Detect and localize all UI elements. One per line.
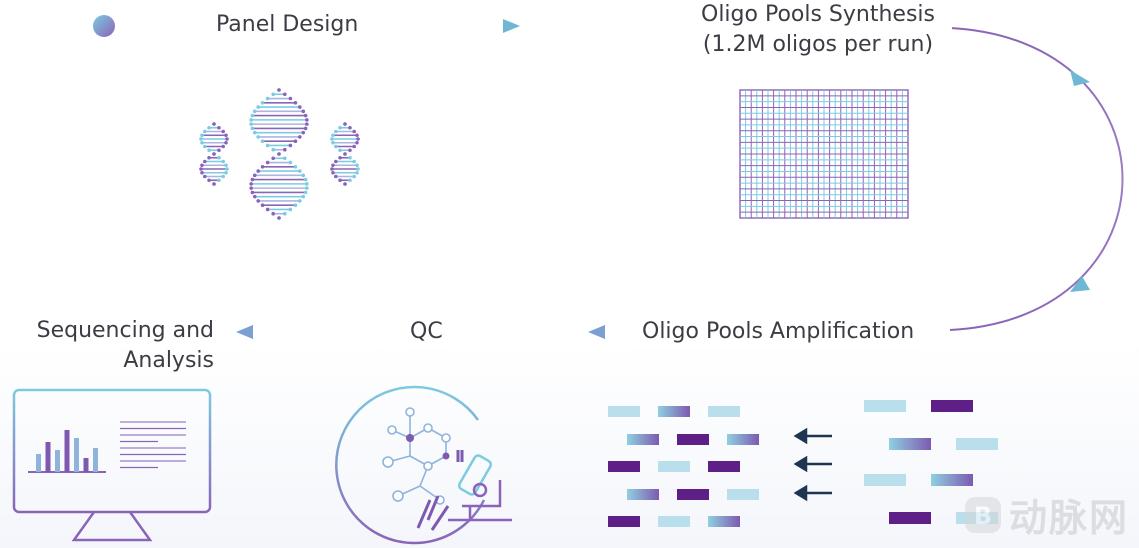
oligo-bar <box>658 516 690 527</box>
step-qc: QC <box>406 317 447 347</box>
step-sequencing-line2: Analysis <box>123 348 214 373</box>
step-synthesis-title: Oligo Pools Synthesis <box>684 0 952 30</box>
oligo-bar <box>864 474 906 486</box>
oligo-bar <box>658 406 690 417</box>
oligo-bar <box>627 434 659 445</box>
arrow-down-left-icon <box>1070 276 1090 292</box>
dna-helix-icon <box>199 88 360 220</box>
microscope-lab-icon <box>335 385 512 545</box>
oligo-bar <box>708 516 740 527</box>
watermark-text: 动脉网 <box>1008 496 1129 540</box>
step-oligo-amplification: Oligo Pools Amplification <box>638 317 919 347</box>
step-panel-design: Panel Design <box>212 10 363 40</box>
oligo-bar <box>608 516 640 527</box>
connector-arc <box>949 27 1124 331</box>
arrow-right-icon <box>503 19 520 33</box>
oligo-bar <box>956 438 998 450</box>
arrow-left-icon <box>588 325 605 339</box>
oligo-bar <box>677 434 709 445</box>
step-oligo-synthesis: Oligo Pools Synthesis (1.2M oligos per r… <box>684 0 952 60</box>
oligo-grid-icon <box>739 89 909 219</box>
connector-bottom <box>236 325 634 339</box>
oligo-bar <box>889 512 931 524</box>
connector-top <box>115 19 684 33</box>
step-synthesis-subtitle: (1.2M oligos per run) <box>684 30 952 60</box>
oligo-bar <box>727 489 759 500</box>
oligo-bar <box>677 489 709 500</box>
oligo-bar <box>889 438 931 450</box>
step-sequencing-analysis: Sequencing and Analysis <box>10 316 214 376</box>
arrow-down-icon <box>1070 70 1090 86</box>
oligo-bar <box>931 400 973 412</box>
watermark-logo-icon: B <box>964 496 1001 533</box>
oligo-bar <box>931 474 973 486</box>
start-dot-icon <box>93 15 115 37</box>
arrow-left-icon <box>236 325 253 339</box>
monitor-chart-icon <box>12 388 212 542</box>
oligo-bar <box>608 461 640 472</box>
svg-text:B: B <box>974 502 992 530</box>
oligo-bar <box>864 400 906 412</box>
watermark: B 动脉网 <box>963 487 1129 542</box>
oligo-bar <box>608 406 640 417</box>
amplify-arrows <box>793 427 832 502</box>
oligo-bar <box>727 434 759 445</box>
oligo-bar <box>658 461 690 472</box>
step-sequencing-line1: Sequencing and <box>36 318 214 343</box>
oligo-bar <box>708 461 740 472</box>
oligo-bar <box>627 489 659 500</box>
oligo-bar <box>708 406 740 417</box>
